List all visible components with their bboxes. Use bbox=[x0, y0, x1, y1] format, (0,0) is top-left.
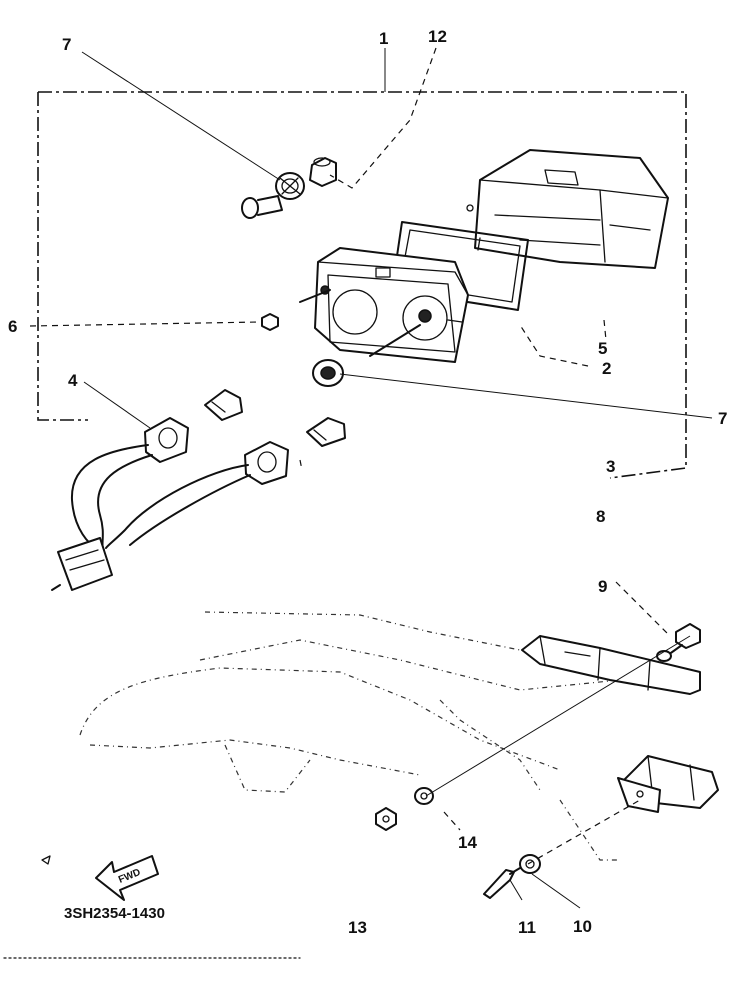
callout-3: 3 bbox=[606, 457, 615, 476]
figure-code: 3SH2354-1430 bbox=[64, 905, 165, 922]
tail-light-body bbox=[299, 247, 469, 363]
callout-12: 12 bbox=[428, 27, 447, 46]
callout-5: 5 bbox=[598, 339, 607, 358]
callout-13: 13 bbox=[348, 918, 367, 937]
nut-part-13 bbox=[375, 807, 397, 831]
nut-part-6 bbox=[261, 313, 279, 331]
washer-part-10 bbox=[519, 854, 541, 874]
bulb-left bbox=[204, 389, 243, 421]
reflector-part-3 bbox=[617, 755, 719, 813]
frame-outline-ghost bbox=[79, 611, 621, 861]
callout-11: 11 bbox=[518, 918, 536, 937]
screw-part-12 bbox=[241, 157, 337, 219]
callout-7-lower: 7 bbox=[718, 409, 727, 428]
callout-7-upper: 7 bbox=[62, 35, 71, 54]
bolt-part-9 bbox=[656, 623, 701, 662]
callout-4: 4 bbox=[68, 371, 78, 390]
callout-9: 9 bbox=[598, 577, 607, 596]
wire-harness-part-4 bbox=[51, 417, 289, 591]
grommet-part-7-lower bbox=[312, 359, 344, 387]
callout-10: 10 bbox=[573, 917, 592, 936]
callout-14: 14 bbox=[458, 833, 477, 852]
callout-2: 2 bbox=[602, 359, 611, 378]
washer-part-14 bbox=[414, 787, 434, 805]
grommet-part-7-upper bbox=[275, 172, 305, 200]
rear-housing-part-5 bbox=[466, 149, 669, 269]
bulb-right bbox=[306, 417, 346, 447]
leader-lines bbox=[29, 47, 713, 909]
callout-6: 6 bbox=[8, 317, 17, 336]
callout-8: 8 bbox=[596, 507, 605, 526]
callout-1: 1 bbox=[379, 29, 388, 48]
screw-part-11 bbox=[483, 867, 521, 899]
small-mark-icon bbox=[41, 855, 51, 865]
forward-arrow-icon: FWD bbox=[95, 855, 159, 901]
assembly-frame bbox=[37, 91, 687, 479]
callout-labels: 1 12 7 6 4 5 2 7 3 8 9 14 11 10 13 bbox=[8, 27, 727, 937]
bracket-part-8 bbox=[521, 635, 701, 695]
